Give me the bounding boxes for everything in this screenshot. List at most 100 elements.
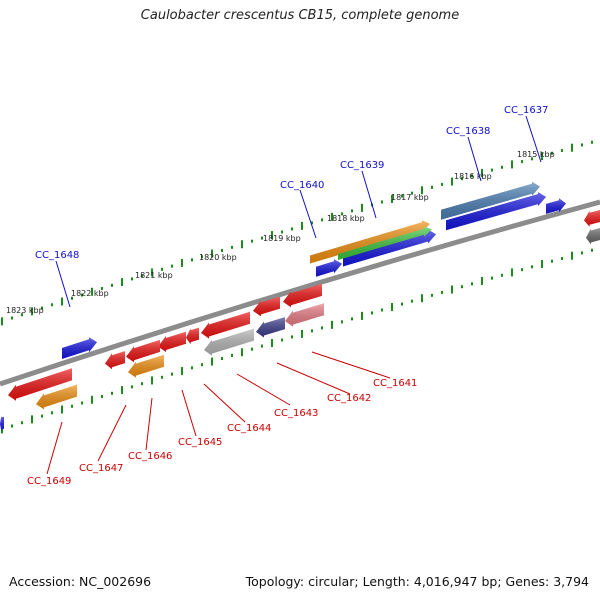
scale-tick bbox=[181, 258, 183, 267]
gene-label-cc-1642: CC_1642 bbox=[327, 393, 371, 404]
scale-tick bbox=[511, 268, 513, 277]
scale-tick bbox=[311, 329, 313, 333]
scale-tick bbox=[331, 320, 333, 329]
gene-cc-1640-shading bbox=[316, 259, 342, 277]
gene-cc-1645-shading bbox=[186, 327, 199, 345]
scale-tick bbox=[241, 348, 243, 357]
scale-tick bbox=[351, 317, 353, 321]
leader-cc-1640 bbox=[299, 189, 317, 239]
scale-tick bbox=[521, 268, 523, 272]
scale-tick bbox=[531, 157, 533, 161]
genome-summary-text: Topology: circular; Length: 4,016,947 bp… bbox=[245, 574, 589, 589]
backbone-line bbox=[0, 199, 600, 387]
scale-tick bbox=[11, 424, 13, 428]
leader-cc-1638 bbox=[467, 136, 482, 182]
scale-tick bbox=[141, 382, 143, 386]
gene-cc-1642-shading bbox=[285, 303, 324, 327]
scale-tick bbox=[171, 264, 173, 268]
scale-tick bbox=[321, 218, 323, 222]
scale-tick bbox=[271, 231, 273, 240]
scale-tick bbox=[301, 221, 303, 230]
scale-tick bbox=[151, 376, 153, 385]
scale-label-1821: 1821 kbp bbox=[135, 271, 173, 280]
leader-cc-1641 bbox=[311, 351, 391, 379]
scale-tick bbox=[101, 395, 103, 399]
scale-tick bbox=[581, 143, 583, 147]
scale-tick bbox=[161, 375, 163, 379]
leader-cc-1646 bbox=[145, 397, 153, 451]
gene-cc-1649-shading bbox=[36, 384, 77, 410]
gene-label-cc-1644: CC_1644 bbox=[227, 423, 271, 434]
scale-tick bbox=[101, 287, 103, 291]
scale-tick bbox=[531, 265, 533, 269]
scale-tick bbox=[241, 240, 243, 249]
scale-tick bbox=[1, 317, 3, 326]
scale-tick bbox=[471, 282, 473, 286]
leader-cc-1647 bbox=[97, 404, 127, 462]
leader-cc-1649 bbox=[46, 421, 63, 475]
scale-tick bbox=[11, 316, 13, 320]
scale-tick bbox=[201, 363, 203, 367]
scale-tick bbox=[391, 195, 393, 204]
scale-tick bbox=[221, 248, 223, 252]
scale-label-1822: 1822 kbp bbox=[71, 289, 109, 298]
gene-cc-1647-shading bbox=[105, 351, 125, 370]
scale-tick bbox=[341, 320, 343, 324]
scale-tick bbox=[121, 278, 123, 287]
scale-tick bbox=[131, 277, 133, 281]
scale-tick bbox=[131, 385, 133, 389]
scale-tick bbox=[231, 245, 233, 249]
leader-cc-1645 bbox=[181, 389, 197, 437]
scale-label-1823: 1823 kbp bbox=[6, 306, 44, 315]
gene-edge-gray-shading bbox=[586, 228, 600, 245]
scale-tick bbox=[391, 303, 393, 312]
scale-tick bbox=[31, 307, 33, 316]
scale-tick bbox=[211, 249, 213, 258]
scale-tick bbox=[31, 415, 33, 424]
scale-tick bbox=[451, 177, 453, 186]
scale-label-1819: 1819 kbp bbox=[263, 234, 301, 243]
scale-tick bbox=[71, 404, 73, 408]
scale-tick bbox=[401, 302, 403, 306]
scale-tick bbox=[521, 160, 523, 164]
scale-tick bbox=[1, 425, 3, 434]
scale-tick bbox=[291, 227, 293, 231]
scale-tick bbox=[431, 185, 433, 189]
scale-tick bbox=[151, 268, 153, 277]
gene-cc-1639-b-shading bbox=[343, 229, 436, 267]
gene-label-cc-1649: CC_1649 bbox=[27, 476, 71, 487]
scale-tick bbox=[271, 339, 273, 348]
scale-tick bbox=[441, 182, 443, 186]
scale-tick bbox=[561, 148, 563, 152]
scale-tick bbox=[541, 260, 543, 269]
scale-label-1815: 1815 kbp bbox=[517, 150, 555, 159]
scale-tick bbox=[471, 174, 473, 178]
scale-tick bbox=[541, 152, 543, 161]
scale-tick bbox=[191, 258, 193, 262]
scale-tick bbox=[141, 274, 143, 278]
scale-tick bbox=[21, 421, 23, 425]
scale-tick bbox=[361, 203, 363, 212]
gene-label-cc-1637: CC_1637 bbox=[504, 105, 548, 116]
scale-tick bbox=[331, 212, 333, 221]
scale-label-1820: 1820 kbp bbox=[199, 253, 237, 262]
map-title: Caulobacter crescentus CB15, complete ge… bbox=[140, 8, 460, 23]
scale-tick bbox=[341, 212, 343, 216]
scale-tick bbox=[121, 386, 123, 395]
scale-tick bbox=[191, 366, 193, 370]
scale-tick bbox=[591, 248, 593, 252]
gene-cc-1648-shading bbox=[62, 337, 97, 359]
leader-cc-1648 bbox=[55, 260, 71, 308]
scale-tick bbox=[231, 353, 233, 357]
scale-tick bbox=[21, 313, 23, 317]
scale-tick bbox=[421, 294, 423, 303]
scale-tick bbox=[81, 401, 83, 405]
scale-tick bbox=[291, 335, 293, 339]
scale-tick bbox=[161, 267, 163, 271]
upper-scale-ticks bbox=[1, 140, 593, 326]
scale-tick bbox=[581, 251, 583, 255]
gene-cc-1639-shading bbox=[310, 220, 430, 264]
gene-label-cc-1638: CC_1638 bbox=[446, 126, 490, 137]
scale-tick bbox=[481, 276, 483, 285]
